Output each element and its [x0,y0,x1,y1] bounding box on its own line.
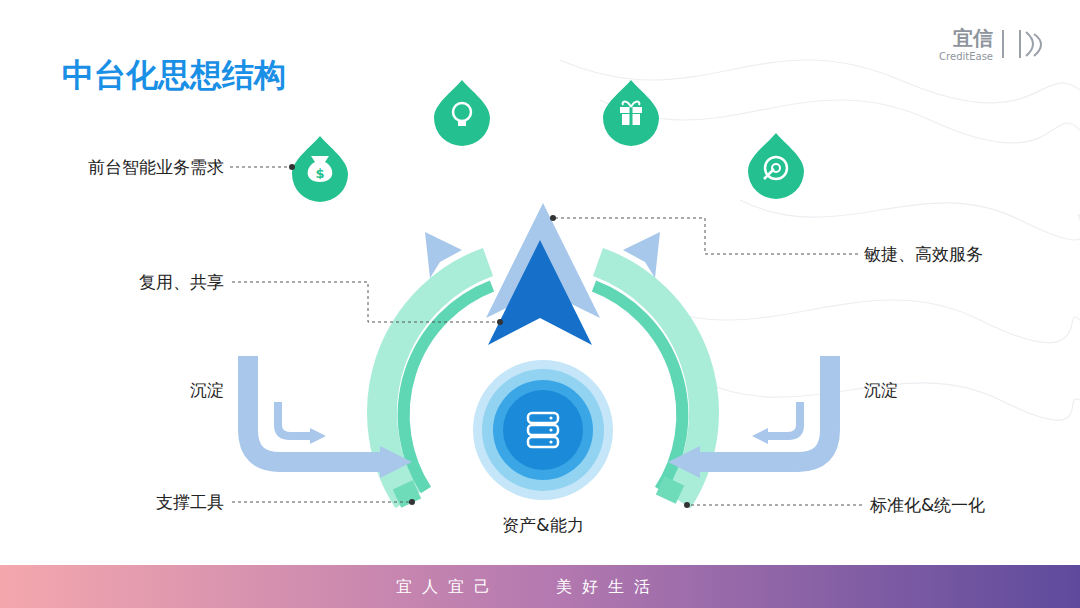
green-tile [656,476,684,503]
drop-icons: $ [292,80,804,202]
arrowhead [668,446,700,478]
callout-label: 前台智能业务需求 [88,156,224,179]
asset-circle: 资产&能力 [463,356,623,541]
leader-dots [289,164,690,508]
arrowhead [310,428,326,444]
small-arrowhead [623,232,660,278]
callout-label: 沉淀 [864,379,898,402]
slogan: 宜人宜己 [396,577,500,598]
small-arrowhead [425,232,462,278]
green-tile [393,480,421,507]
circle-shape [463,356,623,541]
logo-mark [1003,30,1041,58]
callout-label: 沉淀 [190,379,224,402]
arrowhead [380,446,412,478]
slogan: 美好生活 [556,577,660,598]
arrow-inner [488,240,592,345]
callout-label: 敏捷、高效服务 [864,243,983,266]
callout-label: 标准化&统一化 [870,494,985,517]
callout-label: 复用、共享 [139,271,224,294]
arrowhead [752,428,768,444]
svg-text:$: $ [315,166,324,181]
logo-text: CreditEase [939,51,993,62]
callout-label: 支撑工具 [156,491,224,514]
footer-band [0,565,1080,608]
title: 中台化思想结构 [62,54,286,98]
node-text: 资产&能力 [502,514,583,537]
logo-text: 宜信 [953,25,993,52]
leader-lines [230,167,862,505]
